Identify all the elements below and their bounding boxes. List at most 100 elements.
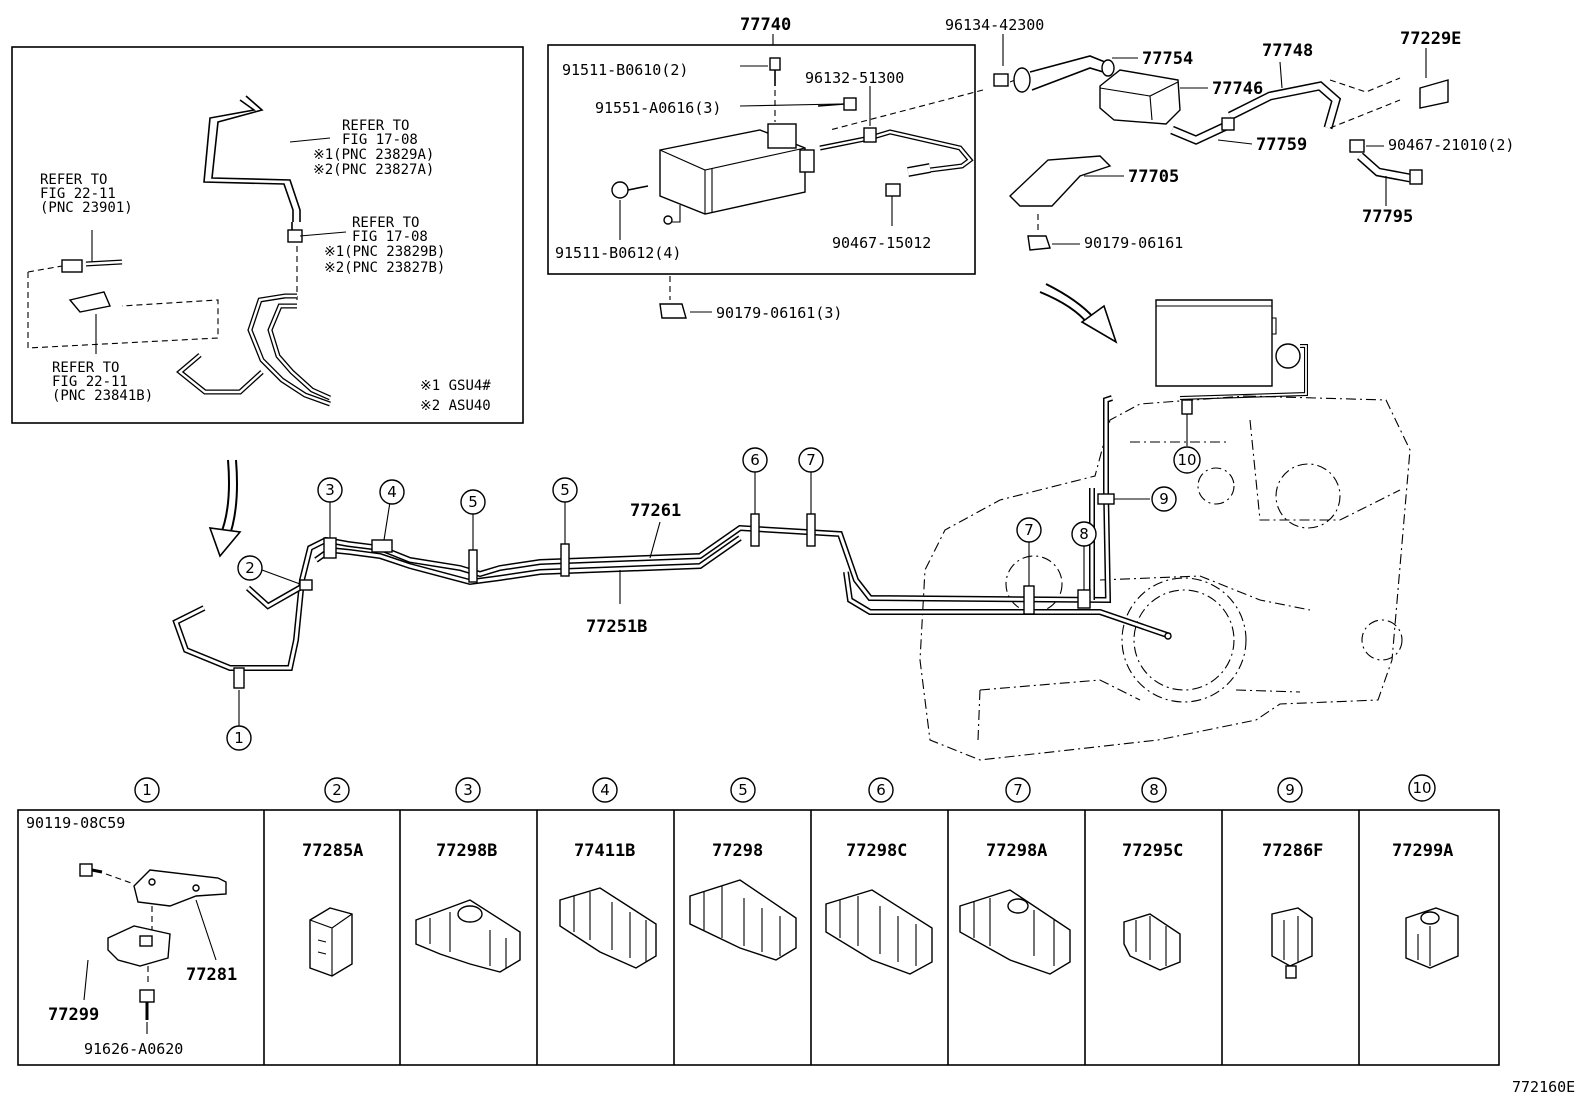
- part-90179-06161-3: 90179-06161(3): [716, 304, 842, 322]
- refer2-line1: REFER TO: [52, 360, 119, 376]
- table-header-1: 1: [142, 781, 152, 799]
- clip-2: [299, 579, 313, 591]
- callout-7a: 7: [806, 451, 816, 469]
- bracket-77705: [1008, 155, 1112, 207]
- part-77286f: 77286F: [1262, 841, 1323, 861]
- callout-5a: 5: [468, 493, 478, 511]
- inset-note-1: ※1 GSU4#: [420, 378, 491, 394]
- clip-5a: [468, 549, 478, 583]
- refer4-line1: REFER TO: [352, 215, 419, 231]
- table-header-5: 5: [738, 781, 748, 799]
- clip-3: [323, 537, 337, 559]
- tube-77251b-label: 77251B: [586, 617, 647, 637]
- clip-10: [1181, 399, 1193, 415]
- clip-77286f-drawing: [1271, 907, 1313, 979]
- inset-clip: [287, 229, 303, 243]
- clip-6: [750, 513, 760, 547]
- part-77229e: 77229E: [1400, 29, 1461, 49]
- clip-9: [1097, 493, 1115, 505]
- table-header-6: 6: [876, 781, 886, 799]
- table-header-4: 4: [600, 781, 610, 799]
- clip-5b: [560, 543, 570, 577]
- clip-77285a-drawing: [309, 907, 353, 977]
- nut-below-canister: [659, 276, 712, 319]
- callout-10: 10: [1177, 451, 1196, 469]
- table-header-7: 7: [1013, 781, 1023, 799]
- refer2-line3: (PNC 23841B): [52, 388, 153, 404]
- canister-outline: [1155, 299, 1273, 387]
- table-header-8: 8: [1149, 781, 1159, 799]
- table-header-2: 2: [332, 781, 342, 799]
- clip-8: [1077, 589, 1091, 609]
- clip-7a: [806, 513, 816, 547]
- part-77748: 77748: [1262, 41, 1313, 61]
- callout-4: 4: [387, 483, 397, 501]
- refer4-line3: ※1(PNC 23829B): [324, 244, 445, 260]
- canister-panel: 77740 91511-B0610(2) 91551-A0616(3) 96: [547, 15, 976, 275]
- part-77299a: 77299A: [1392, 841, 1453, 861]
- callout-9: 9: [1159, 490, 1169, 508]
- figure-id: 772160E: [1512, 1078, 1575, 1096]
- part-90179-06161: 90179-06161: [1084, 234, 1183, 252]
- clip-77411b-drawing: [559, 887, 657, 969]
- cell1-part-77281: 77281: [186, 965, 237, 985]
- refer1-line1: REFER TO: [40, 172, 107, 188]
- clip-1: [233, 667, 245, 689]
- top-right-parts: 96134-42300 77754 77746 77748 77229E 777…: [716, 16, 1514, 322]
- part-77759: 77759: [1256, 135, 1307, 155]
- refer3-line4: ※2(PNC 23827A): [313, 162, 434, 178]
- callout-1: 1: [234, 729, 244, 747]
- part-77746: 77746: [1212, 79, 1263, 99]
- canister-part-91551-a0616: 91551-A0616(3): [595, 99, 721, 117]
- part-90467-21010: 90467-21010(2): [1388, 136, 1514, 154]
- part-77298a: 77298A: [986, 841, 1047, 861]
- refer4-line2: FIG 17-08: [352, 229, 428, 245]
- part-77411b: 77411B: [574, 841, 635, 861]
- callout-8: 8: [1079, 525, 1089, 543]
- part-77295c: 77295C: [1122, 841, 1183, 861]
- part-77754: 77754: [1142, 49, 1193, 69]
- charcoal-canister: [659, 129, 806, 215]
- part-77298b: 77298B: [436, 841, 497, 861]
- refer2-line2: FIG 22-11: [52, 374, 128, 390]
- refer3-line2: FIG 17-08: [342, 132, 418, 148]
- tube-77261-label: 77261: [630, 501, 681, 521]
- part-77795: 77795: [1362, 207, 1413, 227]
- clip-77298c-drawing: [825, 889, 933, 975]
- clip-77299a-drawing: [1405, 907, 1459, 969]
- refer3-line1: REFER TO: [342, 118, 409, 134]
- cell1-part-91626-a0620: 91626-A0620: [84, 1040, 183, 1058]
- direction-arrows: [208, 283, 1118, 558]
- refer3-line3: ※1(PNC 23829A): [313, 147, 434, 163]
- canister-part-90467-15012: 90467-15012: [832, 234, 931, 252]
- inset-panel: REFER TO FIG 22-11 (PNC 23901) REFER TO …: [11, 46, 524, 424]
- callout-3: 3: [325, 481, 335, 499]
- clip-77298a-drawing: [959, 889, 1071, 975]
- table-header-3: 3: [463, 781, 473, 799]
- part-96134-42300: 96134-42300: [945, 16, 1044, 34]
- fuel-tank-outline: [919, 395, 1411, 761]
- callout-6: 6: [750, 451, 760, 469]
- clip-4: [371, 539, 393, 553]
- part-77285a: 77285A: [302, 841, 363, 861]
- canister-part-91511-b0610: 91511-B0610(2): [562, 61, 688, 79]
- part-77298: 77298: [712, 841, 763, 861]
- cell1-bracket-assembly: [79, 863, 227, 1034]
- main-assembly: 1 2 3 4 5 5 6 7 7 8 9 10 77261 77251B: [172, 299, 1411, 761]
- canister-title: 77740: [740, 15, 791, 35]
- cell1-part-77299: 77299: [48, 1005, 99, 1025]
- vapor-separator: [1099, 69, 1181, 125]
- callout-7b: 7: [1024, 521, 1034, 539]
- part-77298c: 77298C: [846, 841, 907, 861]
- inset-note-2: ※2 ASU40: [420, 398, 491, 414]
- canister-part-91511-b0612: 91511-B0612(4): [555, 244, 681, 262]
- refer1-line3: (PNC 23901): [40, 200, 133, 216]
- table-header-10: 10: [1412, 779, 1431, 797]
- clip-77298b-drawing: [415, 899, 521, 973]
- refer1-line2: FIG 22-11: [40, 186, 116, 202]
- refer4-line4: ※2(PNC 23827B): [324, 260, 445, 276]
- table-header-9: 9: [1285, 781, 1295, 799]
- clip-77295c-drawing: [1123, 913, 1181, 971]
- clip-77298-drawing: [689, 879, 797, 961]
